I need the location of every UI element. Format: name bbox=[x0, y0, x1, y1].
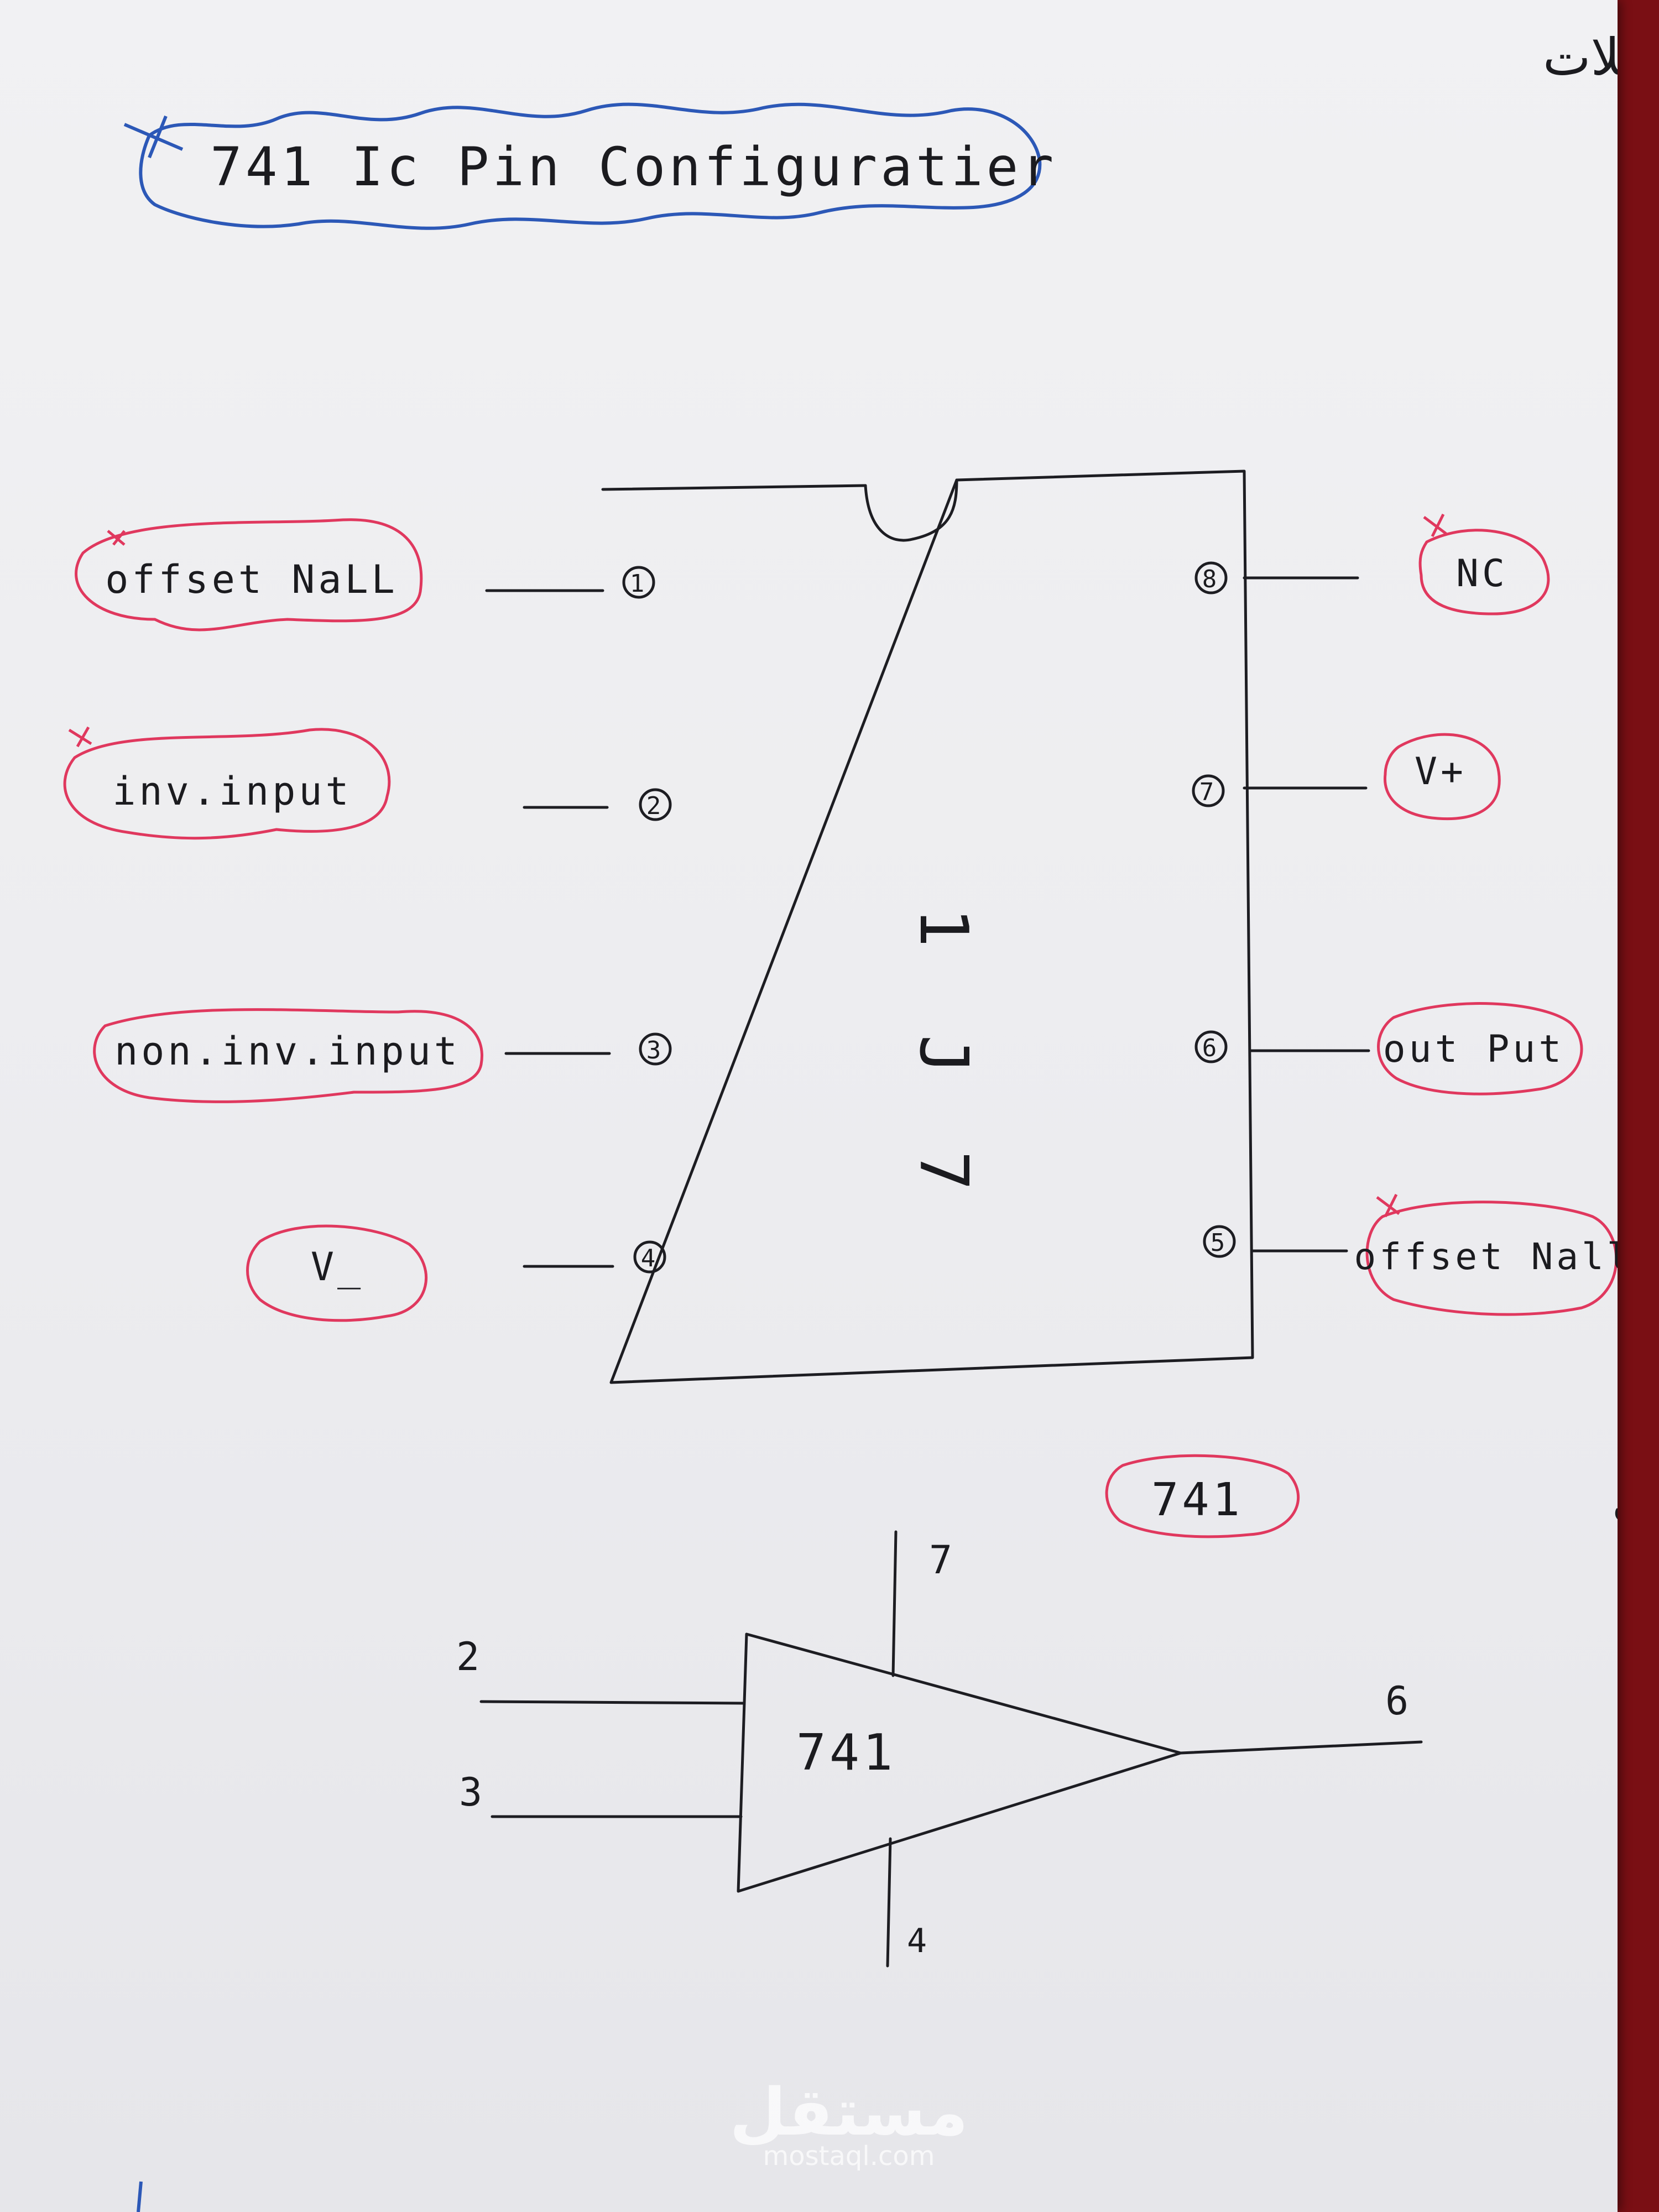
pin-5: 5 offset Nall bbox=[1203, 1201, 1618, 1316]
pin-4: 4 V_ bbox=[246, 1224, 666, 1322]
opamp-symbol: 741 7 4 2 3 6 bbox=[456, 1530, 1423, 1968]
symbol-caption-code: 741 bbox=[1151, 1474, 1243, 1526]
pin-number: 1 bbox=[630, 570, 648, 598]
watermark-arabic: مستقل bbox=[729, 2074, 968, 2150]
opamp-pin-3: 3 bbox=[459, 1770, 486, 1815]
pin-label: out Put bbox=[1383, 1027, 1565, 1071]
pin-label: offset NaLL bbox=[105, 557, 398, 602]
pin-number: 6 bbox=[1202, 1034, 1220, 1062]
ic-label-char-3: 7 bbox=[905, 1151, 982, 1194]
title-outline bbox=[139, 102, 1042, 230]
ink-stroke bbox=[137, 2181, 143, 2212]
pin-label: non.inv.input bbox=[114, 1029, 461, 1074]
opamp-pin-6: 6 bbox=[1385, 1678, 1412, 1724]
pin-3: 3 non.inv.input bbox=[93, 1008, 672, 1103]
opamp-body-label: 741 bbox=[796, 1724, 896, 1782]
pin-label: inv.input bbox=[112, 769, 352, 814]
pin-2: 2 inv.input bbox=[63, 728, 672, 840]
pin-number: 8 bbox=[1202, 565, 1220, 593]
pin-number: 5 bbox=[1211, 1229, 1229, 1257]
pin-1: 1 offset NaLL bbox=[75, 518, 655, 632]
pin-diagram: مختبر التحليلات 741 Ic Pin Configuratier… bbox=[63, 28, 1618, 2212]
pin-label: V_ bbox=[311, 1244, 364, 1290]
title-check-mark bbox=[123, 115, 184, 159]
pin-7: 7 V+ bbox=[1192, 733, 1501, 821]
ic-label-char-2: J bbox=[905, 1035, 982, 1078]
caption-code-outline bbox=[1105, 1454, 1300, 1538]
ic-label-char-1: 1 bbox=[905, 907, 982, 951]
pin-number: 4 bbox=[641, 1244, 659, 1272]
pin-6: 6 out Put bbox=[1194, 1002, 1583, 1095]
pin-8: 8 NC bbox=[1194, 529, 1550, 615]
watermark-latin: mostaql.com bbox=[763, 2141, 935, 2172]
diagram-title: 741 Ic Pin Configuratier bbox=[210, 136, 1057, 198]
arabic-header: مختبر التحليلات bbox=[1543, 28, 1618, 87]
opamp-pin-4: 4 bbox=[907, 1922, 930, 1960]
pin-label: NC bbox=[1456, 552, 1508, 596]
opamp-pin-7: 7 bbox=[929, 1537, 956, 1583]
opamp-pin-2: 2 bbox=[456, 1634, 483, 1679]
pin-number: 3 bbox=[646, 1036, 665, 1065]
label-tick-marks bbox=[68, 513, 1447, 1218]
ic-body bbox=[601, 469, 1254, 1384]
pin-number: 7 bbox=[1199, 778, 1218, 806]
symbol-caption-arabic: الرمز العملي ل bbox=[1612, 1474, 1618, 1526]
pin-number: 2 bbox=[646, 792, 665, 820]
paper-sheet bbox=[0, 0, 1618, 2212]
ic-body-label: 1 J 7 bbox=[905, 907, 982, 1194]
pin-label: offset Nall bbox=[1354, 1235, 1618, 1278]
pin-label: V+ bbox=[1415, 750, 1467, 794]
symbol-caption: الرمز العملي ل 741 bbox=[1105, 1454, 1618, 1538]
watermark: مستقل mostaql.com bbox=[729, 2074, 968, 2172]
